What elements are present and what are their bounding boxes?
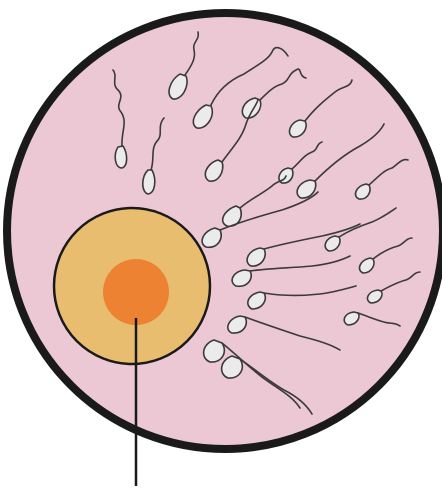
egg-nucleus bbox=[103, 259, 169, 325]
background-circle bbox=[7, 13, 442, 449]
egg-cell-icon bbox=[54, 208, 210, 364]
